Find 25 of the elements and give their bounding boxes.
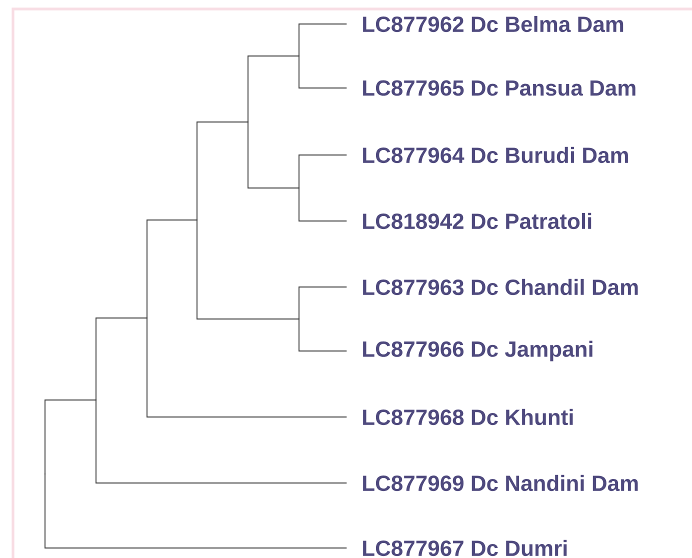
tree-branch bbox=[196, 220, 300, 320]
taxon-label: LC877964 Dc Burudi Dam bbox=[363, 146, 628, 164]
tree-branch bbox=[298, 154, 348, 188]
tree-branch bbox=[298, 56, 348, 88]
tree-branch bbox=[248, 56, 300, 122]
tree-branch bbox=[298, 24, 348, 56]
taxon-label: LC877962 Dc Belma Dam bbox=[363, 16, 624, 32]
taxon-label: LC877963 Dc Chandil Dam bbox=[363, 278, 638, 296]
taxon-label: LC877965 Dc Pansua Dam bbox=[363, 80, 636, 96]
taxon-label: LC877966 Dc Jampani bbox=[363, 340, 592, 362]
tree-branch bbox=[44, 400, 96, 474]
tree-branch bbox=[146, 318, 348, 418]
tree-branch bbox=[44, 474, 348, 548]
taxon-label: LC877967 Dc Dumri bbox=[363, 540, 567, 556]
taxon-label: LC877969 Dc Nandini Dam bbox=[363, 474, 638, 492]
tree-branch bbox=[298, 286, 348, 320]
tree-branch bbox=[146, 220, 198, 318]
tree-branch bbox=[298, 188, 348, 222]
tree-branch bbox=[298, 318, 348, 352]
tree-branch bbox=[248, 122, 300, 188]
tree-branch bbox=[96, 318, 148, 400]
tree-branch bbox=[196, 122, 248, 220]
taxon-label: LC877968 Dc Khunti bbox=[363, 408, 573, 426]
taxon-label: LC818942 Dc Patratoli bbox=[363, 212, 592, 230]
tree-branch bbox=[96, 400, 348, 484]
